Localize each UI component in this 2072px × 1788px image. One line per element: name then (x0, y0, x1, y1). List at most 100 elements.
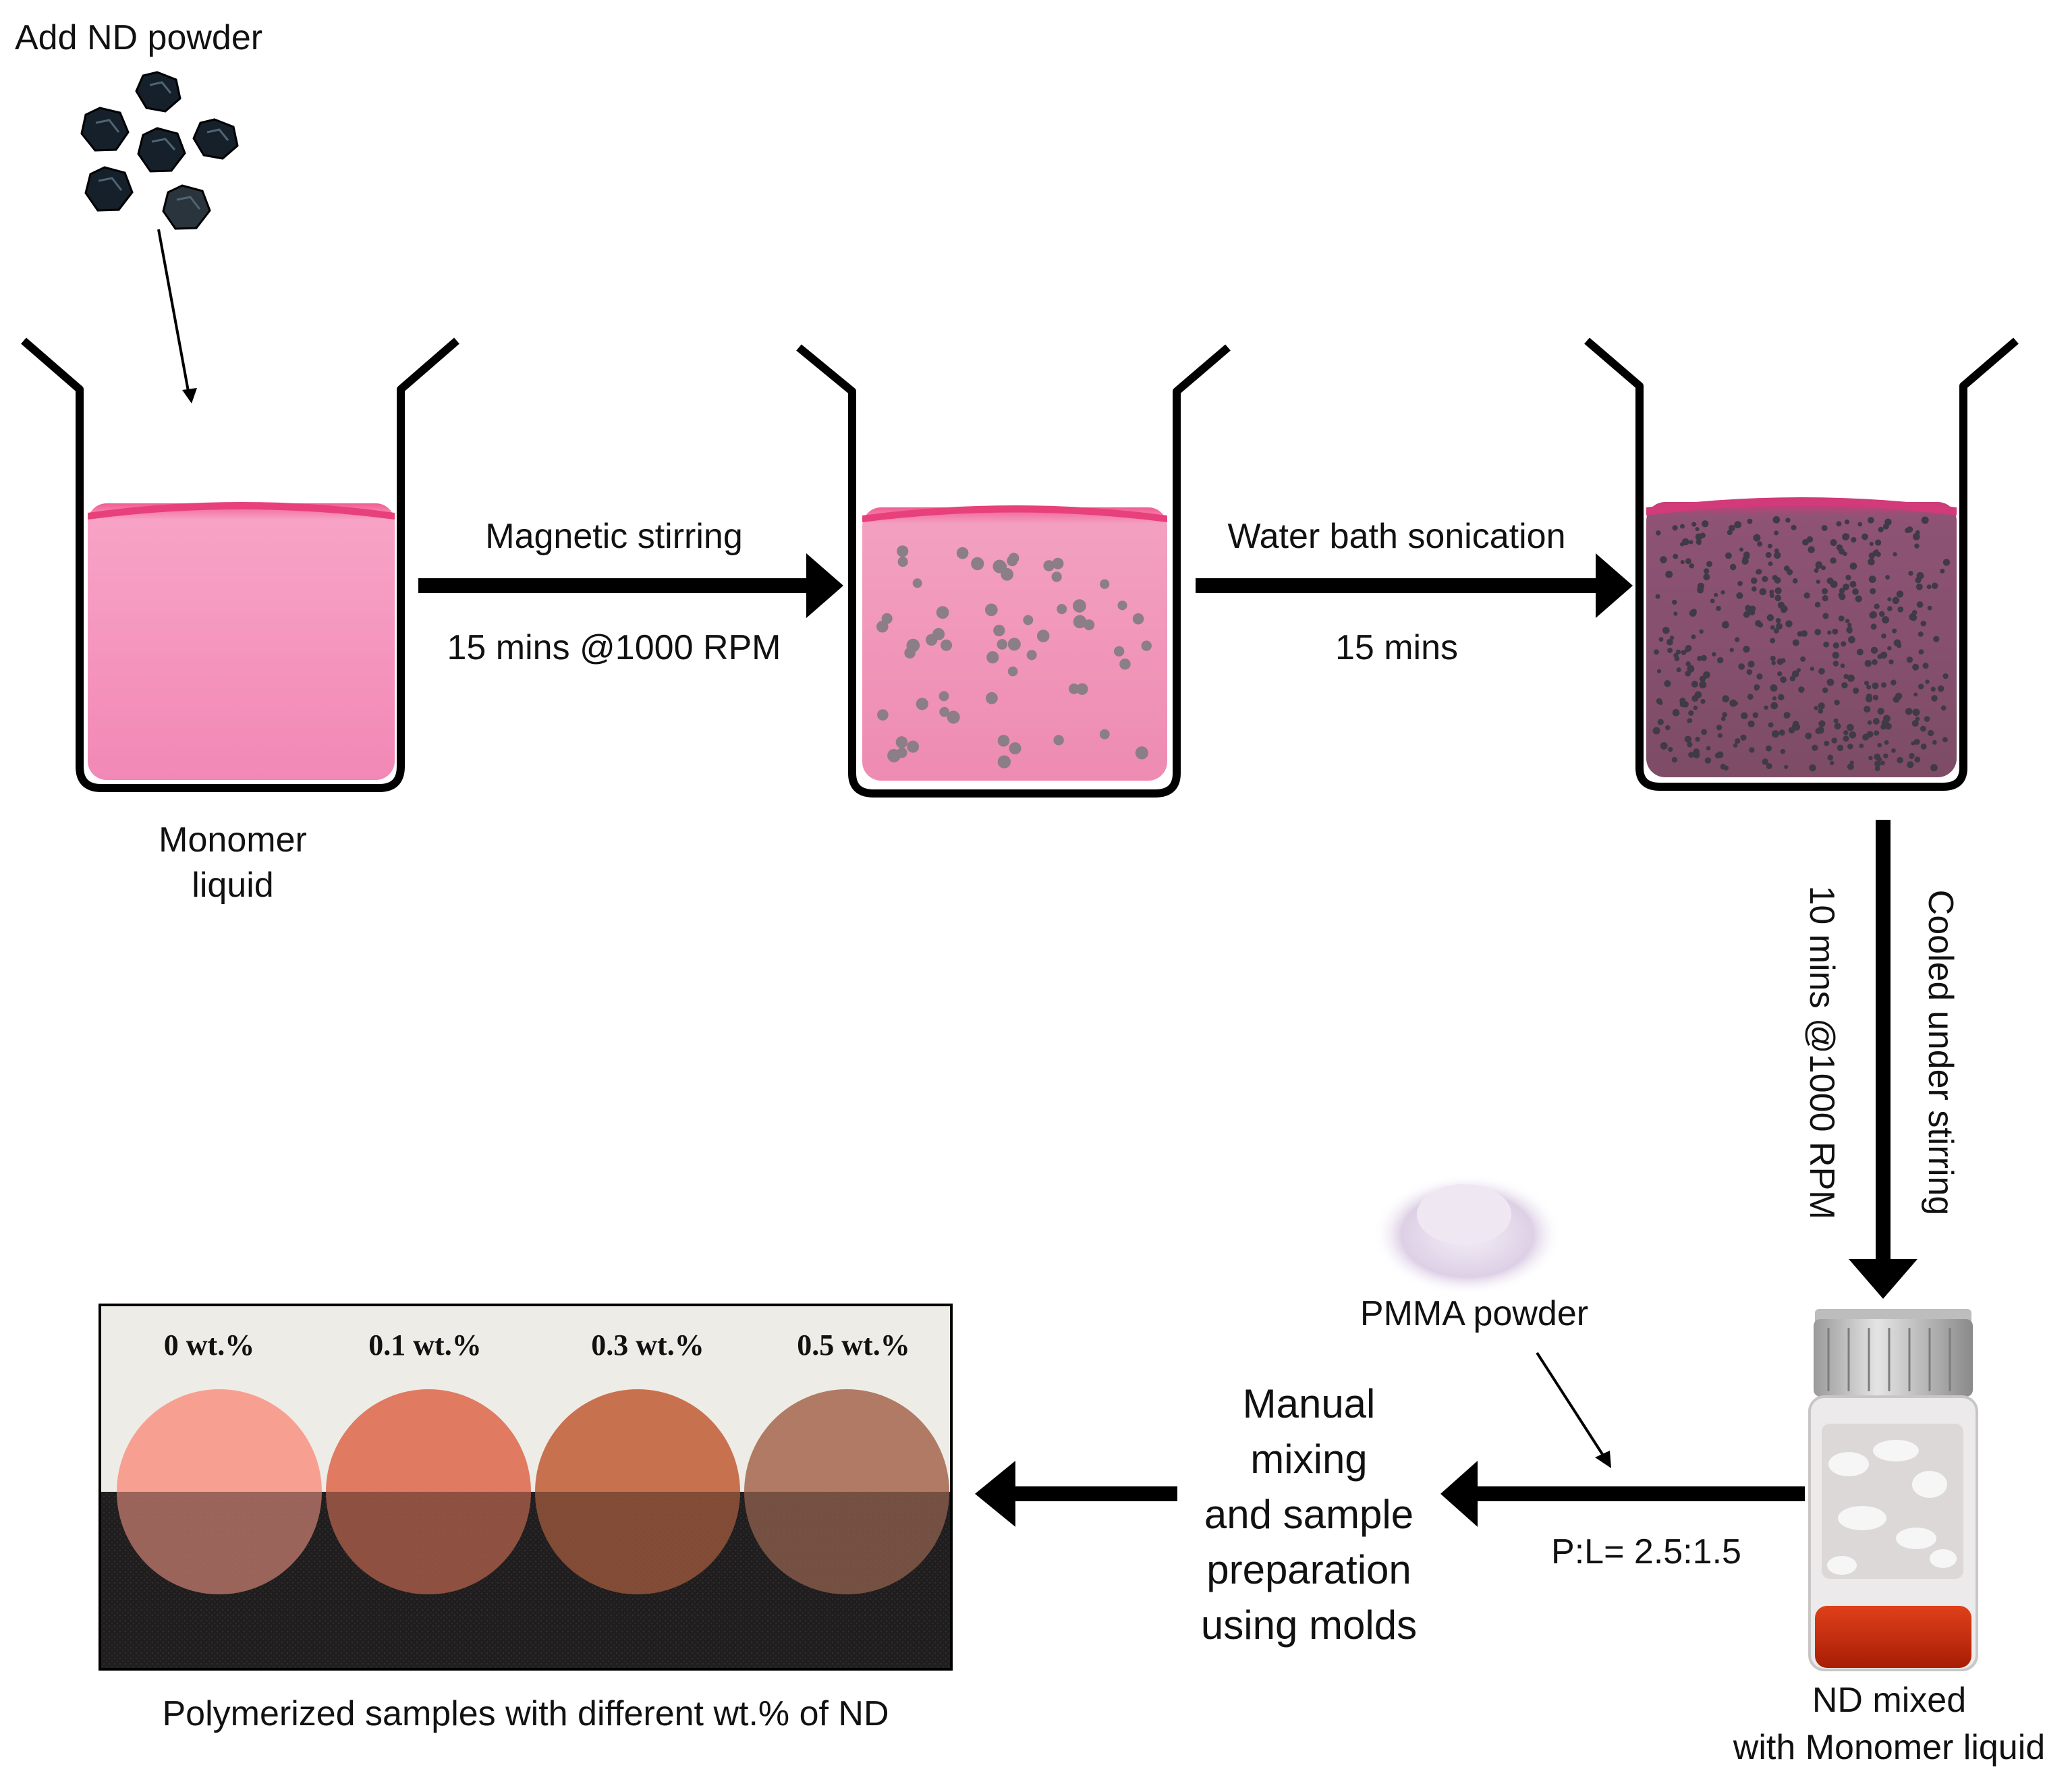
nd-particle (1940, 705, 1947, 711)
nd-particle (1695, 736, 1700, 742)
nd-particle (1940, 568, 1945, 574)
nd-particle (1655, 594, 1660, 599)
nd-particle (1681, 650, 1687, 655)
nd-particle (1833, 718, 1839, 723)
nd-particle (1780, 676, 1787, 683)
nd-particle (1816, 726, 1824, 734)
nd-particle (1684, 735, 1692, 743)
nd-particle (1830, 760, 1835, 765)
nd-particle (1897, 606, 1904, 613)
mixing-line2: mixing (1250, 1436, 1368, 1482)
nd-particle (1851, 536, 1857, 543)
nd-particle (1820, 565, 1826, 571)
nd-particle (1849, 562, 1857, 570)
nd-particle (1908, 571, 1913, 576)
nd-particle (1762, 758, 1768, 765)
mixing-line5: using molds (1200, 1602, 1418, 1648)
nd-particle (1135, 746, 1148, 760)
nd-particle (1672, 525, 1678, 531)
nd-particle (1700, 698, 1706, 704)
nd-particle (1747, 661, 1755, 668)
nd-particle (1818, 720, 1826, 727)
nd-particle (1779, 729, 1785, 736)
nd-particle (956, 547, 969, 559)
nd-particle (1668, 747, 1673, 752)
nd-particle (1888, 659, 1894, 665)
nd-particle (1874, 753, 1881, 760)
nd-particle (1826, 678, 1835, 686)
nd-particle (1673, 553, 1679, 559)
nd-particle (1660, 556, 1667, 563)
nd-particle (1791, 524, 1797, 531)
nd-particle (1119, 659, 1131, 670)
nd-particle (1868, 517, 1874, 524)
nd-particle (1768, 722, 1774, 728)
nd-particle (1752, 712, 1759, 719)
nd-particle (1868, 558, 1875, 565)
nd-particle (1662, 626, 1670, 634)
samples-photo (99, 1304, 953, 1671)
nd-particle (1913, 692, 1918, 697)
nd-particle (1738, 663, 1745, 670)
nd-particle (1942, 673, 1949, 679)
nd-particle (1914, 543, 1920, 549)
powder-drop-arrow (157, 229, 197, 403)
nd-particle (1878, 526, 1884, 533)
arrow-step4 (1440, 1461, 1805, 1527)
nd-particle (986, 651, 999, 664)
nd-particle (1675, 649, 1681, 655)
nd-particle (1746, 608, 1752, 613)
nd-particle (1026, 650, 1037, 661)
nd-particle (1920, 743, 1927, 750)
nd-particle (1725, 552, 1732, 559)
nd-particle (1830, 539, 1837, 547)
nd-particle (1864, 659, 1872, 667)
nd-particle (1729, 648, 1734, 652)
nd-particle (1837, 744, 1844, 752)
nd-particle (1806, 536, 1814, 543)
pmma-drop-arrow (1536, 1351, 1611, 1468)
sample-disc-1 (326, 1389, 531, 1594)
nd-particle (1660, 742, 1668, 750)
nd-particle (1757, 541, 1763, 547)
nd-particle (1051, 571, 1062, 582)
nd-particle (1926, 584, 1932, 590)
beaker-stirred (796, 344, 1231, 798)
nd-particle (1729, 699, 1737, 707)
nd-particle (1872, 718, 1880, 725)
nd-particle (1693, 705, 1698, 710)
nd-particle (1770, 702, 1779, 710)
nd-particle (1882, 719, 1889, 726)
nd-particle (1927, 729, 1934, 737)
nd-particle (1911, 720, 1919, 727)
nd-particle (1843, 583, 1849, 590)
nd-particle (1895, 692, 1903, 700)
pmma-powder-icon (1373, 1174, 1562, 1295)
nd-particle (1716, 725, 1723, 731)
nd-particle (984, 603, 998, 617)
nd-particle (1874, 603, 1880, 609)
nd-particle (1824, 740, 1830, 746)
nd-particle (1665, 570, 1673, 578)
nd-particle (1841, 641, 1847, 647)
nd-particle (1868, 756, 1873, 760)
nd-particle (1942, 737, 1948, 743)
nd-particle (1716, 656, 1724, 664)
nd-particle (997, 755, 1011, 769)
nd-particle (1729, 563, 1737, 571)
nd-particle (1758, 622, 1764, 628)
nd-particle (1685, 661, 1691, 667)
nd-particle (1712, 652, 1716, 656)
nd-particle (1053, 735, 1064, 746)
nd-particle (1909, 613, 1917, 621)
nd-particle (1792, 578, 1798, 584)
nd-particle (1687, 718, 1693, 723)
nd-particle (1752, 586, 1757, 592)
nd-particle (1697, 582, 1705, 590)
nd-particle (1073, 615, 1087, 629)
nd-particle (1043, 560, 1055, 571)
nd-particle (1874, 766, 1880, 772)
nd-particle (1774, 530, 1779, 536)
nd-particle (1855, 595, 1862, 603)
nd-particle (1701, 729, 1708, 735)
